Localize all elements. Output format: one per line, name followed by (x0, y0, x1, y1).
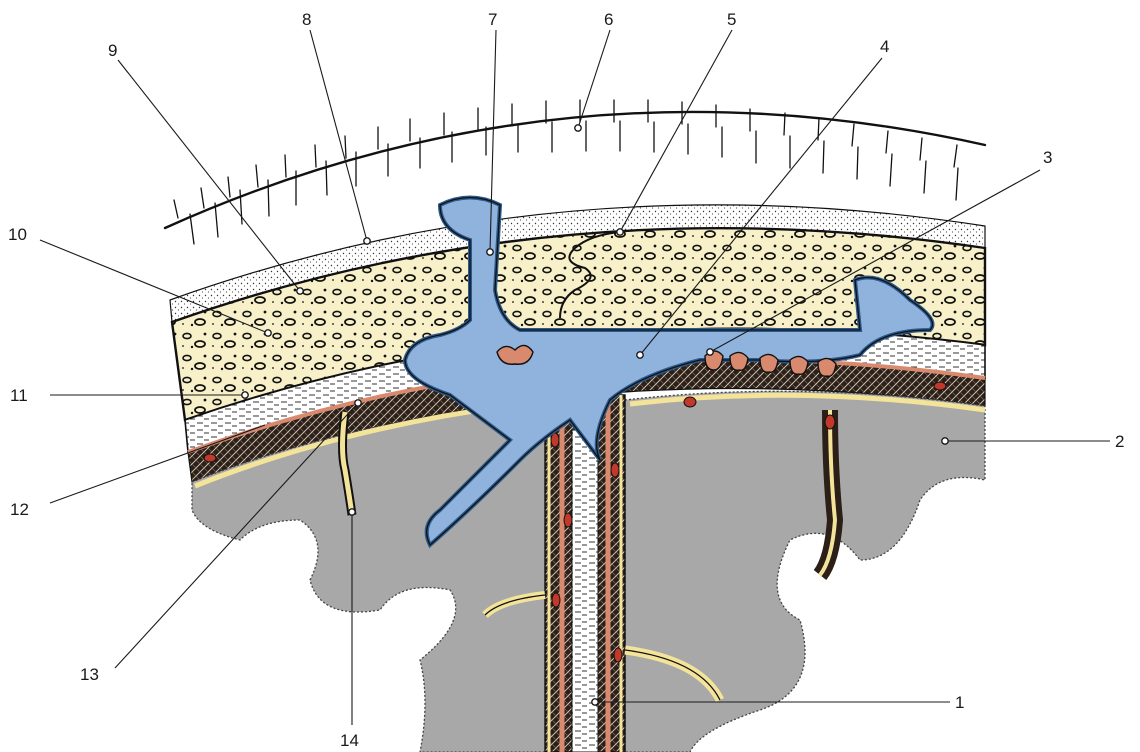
callout-label-13: 13 (80, 665, 99, 684)
callout-label-6: 6 (604, 10, 613, 29)
brain-cortex-right (625, 391, 985, 752)
callout-label-3: 3 (1043, 148, 1052, 167)
callout-label-5: 5 (727, 10, 736, 29)
callout-label-2: 2 (1115, 432, 1124, 451)
callout-label-1: 1 (955, 693, 964, 712)
callout-label-9: 9 (108, 41, 117, 60)
callout-label-4: 4 (880, 37, 889, 56)
callout-label-7: 7 (488, 10, 497, 29)
callout-label-14: 14 (340, 731, 359, 750)
callout-label-8: 8 (302, 10, 311, 29)
callout-label-12: 12 (10, 500, 29, 519)
callout-label-10: 10 (8, 225, 27, 244)
callout-label-11: 11 (10, 386, 28, 405)
